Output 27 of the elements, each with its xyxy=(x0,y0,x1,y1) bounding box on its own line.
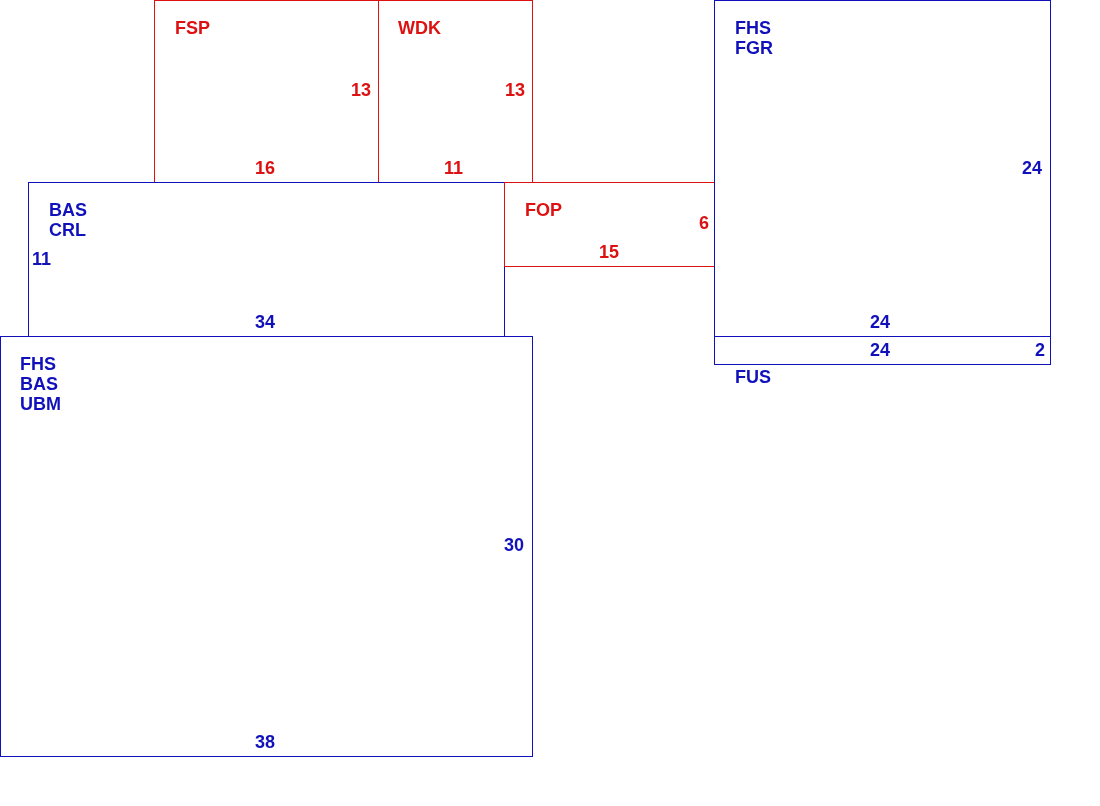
dimension-value: 11 xyxy=(444,158,464,178)
room-code: FHS BAS UBM xyxy=(20,354,61,414)
dimension-value: 38 xyxy=(255,732,276,752)
dimension-value: 24 xyxy=(870,340,891,360)
dimension-value: 6 xyxy=(699,213,709,233)
dimension-value: 34 xyxy=(255,312,276,332)
room-code: WDK xyxy=(398,18,441,38)
room-outline xyxy=(0,336,533,757)
dimension-value: 13 xyxy=(505,80,526,100)
dimension-value: 15 xyxy=(599,242,620,262)
room-outline xyxy=(504,182,715,267)
dimension-value: 2 xyxy=(1035,340,1045,360)
dimension-value: 11 xyxy=(32,249,52,269)
dimension-value: 16 xyxy=(255,158,276,178)
room-code: FOP xyxy=(525,200,562,220)
room-outline xyxy=(28,182,505,337)
room-code: FHS FGR xyxy=(735,18,773,58)
dimension-value: 30 xyxy=(504,535,525,555)
room-code: FSP xyxy=(175,18,210,38)
dimension-value: 13 xyxy=(351,80,372,100)
room-code: FUS xyxy=(735,367,771,387)
room-outline xyxy=(154,0,379,183)
dimension-value: 24 xyxy=(1022,158,1043,178)
room-outline xyxy=(378,0,533,183)
dimension-value: 24 xyxy=(870,312,891,332)
room-outline xyxy=(714,0,1051,337)
room-code: BAS CRL xyxy=(49,200,87,240)
